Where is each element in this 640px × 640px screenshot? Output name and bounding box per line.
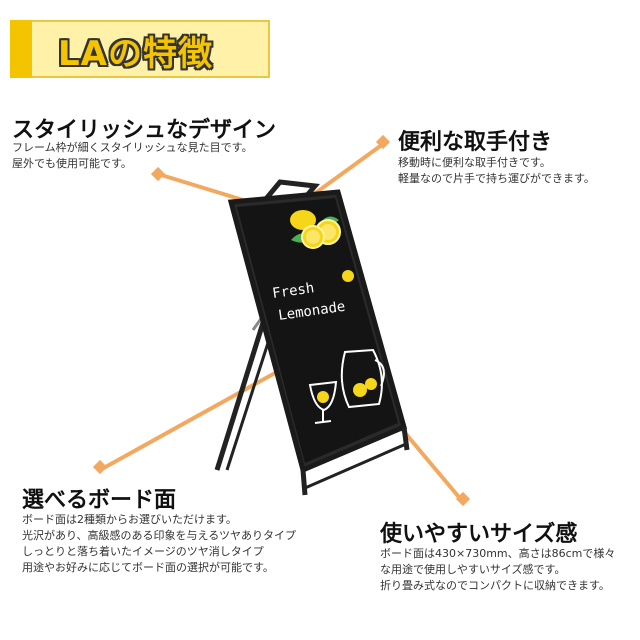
- size-line-2: な用途で使用しやすいサイズ感です。: [380, 563, 566, 576]
- lemon-illustration: [290, 210, 354, 282]
- board-callout-dot: [92, 459, 108, 475]
- board-surface: [237, 198, 398, 463]
- title-box: [10, 20, 270, 78]
- page-title: LAの特徴: [58, 34, 213, 74]
- glass-illustration: [308, 380, 338, 424]
- board-line-3: しっとりと落ち着いたイメージのツヤ消しタイプ: [22, 545, 264, 558]
- title-accent-bar: [10, 20, 32, 78]
- stylish-callout-dot: [150, 166, 166, 182]
- stylish-line-1: フレーム枠が細くスタイリッシュな見た目です。: [12, 141, 253, 154]
- size-line-3: 折り畳み式なのでコンパクトに収納できます。: [380, 579, 610, 592]
- a-board-sign-illustration: Fresh Lemonade: [214, 179, 410, 496]
- stylish-line-2: 屋外でも使用可能です。: [12, 157, 132, 170]
- board-text-fresh: Fresh: [271, 280, 315, 302]
- stylish-heading: スタイリッシュなデザイン: [12, 118, 277, 143]
- handle-line-1: 移動時に便利な取手付きです。: [398, 156, 551, 169]
- board-line-4: 用途やお好みに応じてボード面の選択が可能です。: [22, 561, 274, 574]
- handle-heading: 便利な取手付き: [398, 130, 553, 155]
- board-line-1: ボード面は2種類からお選びいただけます。: [22, 513, 237, 526]
- size-heading: 使いやすいサイズ感: [380, 522, 578, 547]
- handle-line-2: 軽量なので片手で持ち運びができます。: [398, 172, 595, 185]
- pitcher-illustration: [340, 348, 385, 409]
- size-line-1: ボード面は430×730mm、高さは86cmで様々: [380, 547, 616, 560]
- board-heading: 選べるボード面: [22, 488, 177, 513]
- board-line-2: 光沢があり、高級感のある印象を与えるツヤありタイプ: [22, 529, 297, 542]
